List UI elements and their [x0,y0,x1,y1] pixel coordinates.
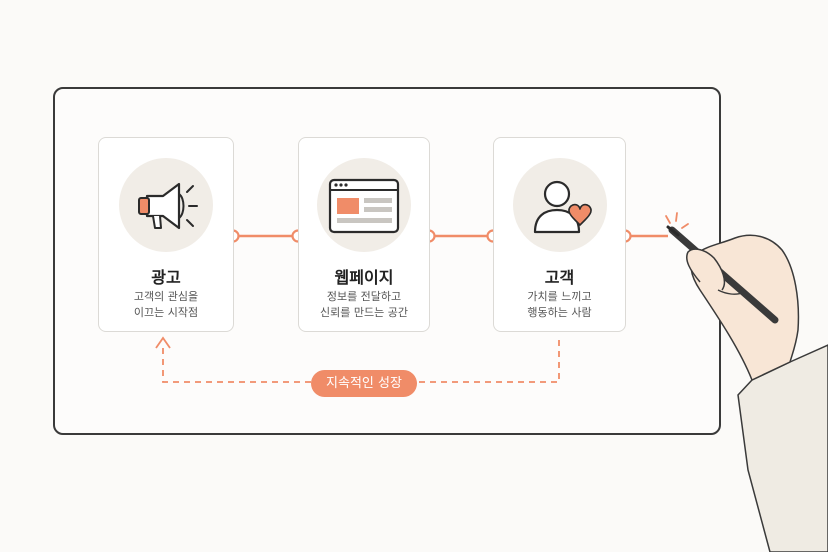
card-ad: 광고 고객의 관심을 이끄는 시작점 [98,137,234,332]
card-description: 정보를 전달하고 신뢰를 만드는 공간 [299,289,429,321]
card-description-line: 가치를 느끼고 [527,290,592,303]
card-description: 가치를 느끼고 행동하는 사람 [494,289,625,321]
card-description-line: 정보를 전달하고 [326,290,402,303]
card-description-line: 고객의 관심을 [133,290,199,303]
card-title: 고객 [544,268,575,287]
card-description: 고객의 관심을 이끄는 시작점 [99,289,233,321]
card-description-line: 행동하는 사람 [527,306,592,319]
sparkle-icon [665,212,689,229]
hand-with-pen-illustration [666,225,828,552]
feedback-loop-line [162,340,560,383]
card-description-line: 신뢰를 만드는 공간 [320,306,408,319]
card-title: 웹페이지 [334,268,394,287]
loop-label-pill: 지속적인 성장 [311,370,417,397]
megaphone-icon [138,182,198,230]
card-webpage: 웹페이지 정보를 전달하고 신뢰를 만드는 공간 [298,137,430,332]
loop-arrowhead-icon [155,336,171,349]
card-customer: 고객 가치를 느끼고 행동하는 사람 [493,137,626,332]
customer-icon-circle [512,158,607,252]
card-title: 광고 [151,268,181,287]
webpage-icon-circle [317,158,411,252]
customer-heart-icon [533,180,592,234]
webpage-icon [328,178,400,234]
card-description-line: 이끄는 시작점 [133,306,199,319]
megaphone-icon-circle [119,158,213,252]
